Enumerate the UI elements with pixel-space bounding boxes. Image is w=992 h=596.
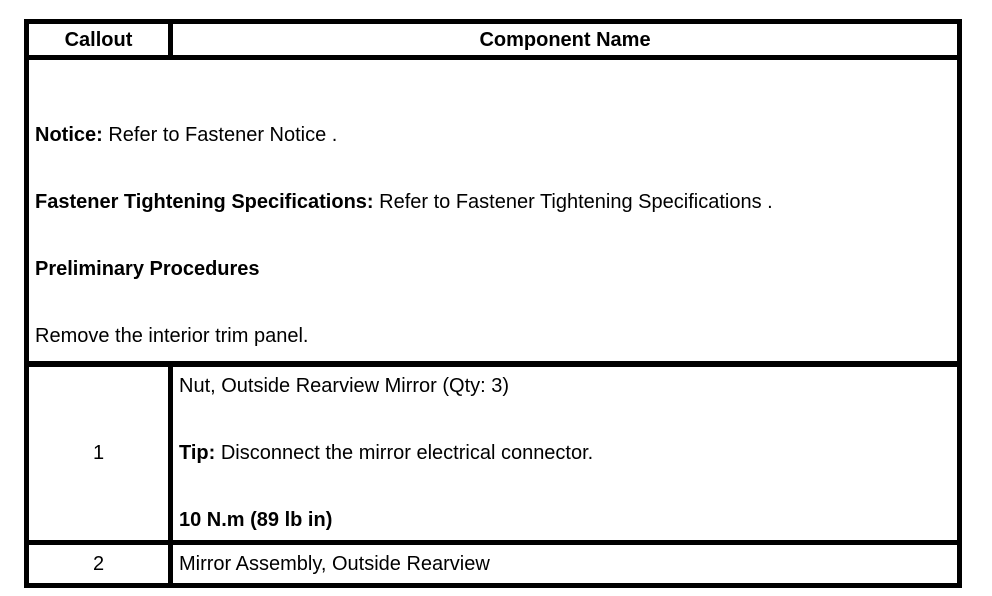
preliminary-procedures-label: Preliminary Procedures [35,258,260,280]
notice-cell: Notice: Refer to Fastener Notice . Faste… [24,55,962,367]
component-name-line: Nut, Outside Rearview Mirror (Qty: 3) [179,369,951,403]
component-text-segment: Mirror Assembly, Outside Rearview [179,552,490,575]
notice-paragraph-fastener-notice: Notice: Refer to Fastener Notice . [35,118,951,152]
column-header-component-name: Component Name [168,19,962,60]
remove-trim-panel-text: Remove the interior trim panel. [35,325,309,347]
component-name-line: Mirror Assembly, Outside Rearview [179,547,951,581]
table-header-row: Callout Component Name [24,19,962,60]
table-row-mirror-nut: 1 Nut, Outside Rearview Mirror (Qty: 3) … [24,361,962,545]
callout-number-1: 1 [24,361,173,545]
notice-text: Refer to Fastener Notice . [102,124,338,146]
notice-label: Notice: [35,124,103,146]
notice-paragraph-preliminary-procedures: Preliminary Procedures [35,252,951,286]
component-text-segment: Nut, Outside Rearview Mirror (Qty: 3) [179,375,510,397]
table-row-mirror-assembly: 2 Mirror Assembly, Outside Rearview [24,539,962,588]
column-header-callout: Callout [24,19,173,60]
component-cell-mirror-assembly: Mirror Assembly, Outside Rearview [168,539,962,588]
component-tip-line: Tip: Disconnect the mirror electrical co… [179,436,951,470]
tightening-specs-text: Refer to Fastener Tightening Specificati… [373,191,773,213]
component-torque-line: 10 N.m (89 lb in) [179,503,951,537]
notice-paragraph-remove-trim-panel: Remove the interior trim panel. [35,319,951,353]
tip-label: Tip: [179,442,216,464]
tip-text: Disconnect the mirror electrical connect… [215,442,594,464]
component-cell-mirror-nut: Nut, Outside Rearview Mirror (Qty: 3) Ti… [168,361,962,545]
component-callout-table: Callout Component Name Notice: Refer to … [24,19,962,588]
callout-number-2: 2 [24,539,173,588]
torque-spec: 10 N.m (89 lb in) [179,509,333,531]
tightening-specs-label: Fastener Tightening Specifications: [35,191,374,213]
notice-row: Notice: Refer to Fastener Notice . Faste… [24,55,962,367]
notice-paragraph-tightening-specs: Fastener Tightening Specifications: Refe… [35,185,951,219]
